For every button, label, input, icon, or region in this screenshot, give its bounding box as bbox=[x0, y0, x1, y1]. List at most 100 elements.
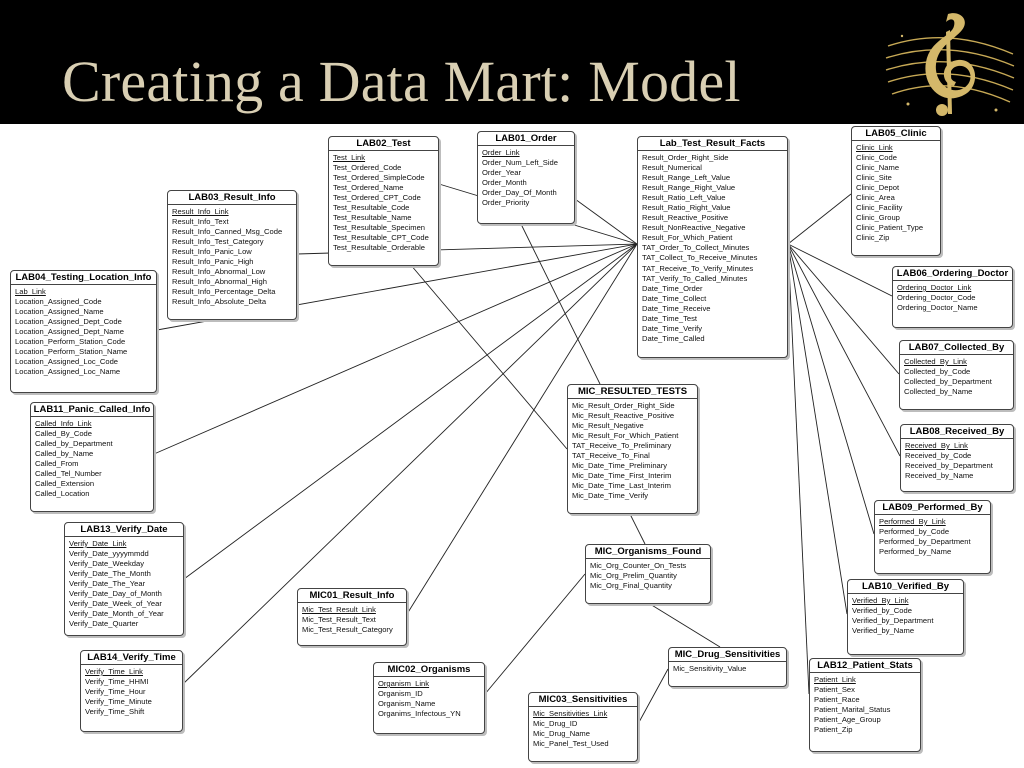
table-field: Result_Info_Test_Category bbox=[172, 237, 264, 247]
table-field: Clinic_Patient_Type bbox=[856, 223, 924, 233]
table-field: Patient_Marital_Status bbox=[814, 705, 891, 715]
table-name: LAB04_Testing_Location_Info bbox=[11, 271, 156, 285]
table-field: Test_Resultable_Code bbox=[333, 203, 410, 213]
table-field: Date_Time_Verify bbox=[642, 323, 703, 333]
table-field: Clinic_Name bbox=[856, 163, 900, 173]
table-field: Verify_Date_The_Month bbox=[69, 569, 151, 579]
relationship-line bbox=[484, 573, 586, 695]
table-field: TAT_Collect_To_Receive_Minutes bbox=[642, 253, 758, 263]
table-field: Collected_By_Link bbox=[904, 357, 967, 366]
table-field: Clinic_Zip bbox=[856, 233, 890, 243]
table-field: Result_Info_Canned_Msg_Code bbox=[172, 227, 283, 237]
table-field: Result_For_Which_Patient bbox=[642, 233, 733, 243]
relationship-line bbox=[574, 198, 638, 245]
table-lab11-panic-called-info[interactable]: LAB11_Panic_Called_Info Called_Info_Link… bbox=[30, 402, 154, 512]
table-field: Verified_by_Name bbox=[852, 626, 915, 636]
table-lab-test-result-facts[interactable]: Lab_Test_Result_Facts Result_Order_Right… bbox=[637, 136, 788, 358]
table-field: Mic_Date_Time_First_Interim bbox=[572, 471, 672, 481]
table-field: Verify_Time_Shift bbox=[85, 707, 145, 717]
table-name: MIC_Organisms_Found bbox=[586, 545, 710, 559]
table-field: Called_Tel_Number bbox=[35, 469, 102, 479]
table-lab06-ordering-doctor[interactable]: LAB06_Ordering_Doctor Ordering_Doctor_Li… bbox=[892, 266, 1013, 328]
table-field: Order_Month bbox=[482, 178, 527, 188]
table-field: Ordering_Doctor_Name bbox=[897, 303, 978, 313]
table-field: Location_Assigned_Loc_Code bbox=[15, 357, 119, 367]
table-field: Location_Assigned_Code bbox=[15, 297, 102, 307]
table-name: LAB03_Result_Info bbox=[168, 191, 296, 205]
table-field: Verify_Date_Week_of_Year bbox=[69, 599, 162, 609]
table-field: TAT_Receive_To_Final bbox=[572, 451, 650, 461]
table-field: Organism_Name bbox=[378, 699, 436, 709]
table-field: Test_Resultable_CPT_Code bbox=[333, 233, 429, 243]
table-field: Verify_Date_Link bbox=[69, 539, 127, 548]
table-field: Mic_Date_Time_Verify bbox=[572, 491, 649, 501]
table-field: Date_Time_Collect bbox=[642, 293, 707, 303]
table-field: Ordering_Doctor_Link bbox=[897, 283, 972, 292]
table-field: Verified_by_Department bbox=[852, 616, 934, 626]
table-field: Mic_Panel_Test_Used bbox=[533, 739, 609, 749]
slide-title: Creating a Data Mart: Model bbox=[62, 49, 741, 114]
table-field: Mic_Sensitivities_Link bbox=[533, 709, 608, 718]
table-mic-drug-sensitivities[interactable]: MIC_Drug_Sensitivities Mic_Sensitivity_V… bbox=[668, 647, 787, 687]
table-field: Patient_Link bbox=[814, 675, 856, 684]
table-field: Mic_Org_Final_Quantity bbox=[590, 581, 672, 591]
table-field: Mic_Drug_Name bbox=[533, 729, 590, 739]
table-field: Verify_Date_The_Year bbox=[69, 579, 146, 589]
table-field: Result_Info_Link bbox=[172, 207, 229, 216]
table-name: MIC01_Result_Info bbox=[298, 589, 406, 603]
table-field: Clinic_Code bbox=[856, 153, 897, 163]
table-field: TAT_Verify_To_Called_Minutes bbox=[642, 273, 748, 283]
table-field: Result_Order_Right_Side bbox=[642, 153, 729, 162]
relationship-line bbox=[637, 668, 669, 725]
table-mic03-sensitivities[interactable]: MIC03_Sensitivities Mic_Sensitivities_Li… bbox=[528, 692, 638, 762]
table-field: Mic_Date_Time_Last_Interim bbox=[572, 481, 671, 491]
table-field: Test_Resultable_Name bbox=[333, 213, 412, 223]
table-field: Called_Info_Link bbox=[35, 419, 92, 428]
table-field: Called_Extension bbox=[35, 479, 95, 489]
relationship-line bbox=[787, 243, 810, 695]
table-field: Mic_Result_Order_Right_Side bbox=[572, 401, 675, 410]
table-mic-resulted-tests[interactable]: MIC_RESULTED_TESTS Mic_Result_Order_Righ… bbox=[567, 384, 698, 514]
table-field: Collected_by_Code bbox=[904, 367, 971, 377]
table-name: MIC_Drug_Sensitivities bbox=[669, 648, 786, 662]
table-mic-organisms-found[interactable]: MIC_Organisms_Found Mic_Org_Counter_On_T… bbox=[585, 544, 711, 604]
table-field: Result_Range_Left_Value bbox=[642, 173, 731, 183]
table-field: Mic_Test_Result_Text bbox=[302, 615, 376, 625]
table-field: Verify_Time_Link bbox=[85, 667, 143, 676]
table-field: Result_Ratio_Left_Value bbox=[642, 193, 726, 203]
relationship-line bbox=[787, 243, 901, 457]
table-name: LAB07_Collected_By bbox=[900, 341, 1013, 355]
table-name: MIC02_Organisms bbox=[374, 663, 484, 677]
table-name: MIC03_Sensitivities bbox=[529, 693, 637, 707]
table-field: Called_Location bbox=[35, 489, 90, 499]
table-field: Patient_Zip bbox=[814, 725, 853, 735]
relationship-line bbox=[787, 243, 900, 375]
table-field: Called_From bbox=[35, 459, 79, 469]
table-field: Received_by_Department bbox=[905, 461, 993, 471]
table-name: LAB11_Panic_Called_Info bbox=[31, 403, 153, 417]
table-field: Verify_Time_Hour bbox=[85, 687, 146, 697]
